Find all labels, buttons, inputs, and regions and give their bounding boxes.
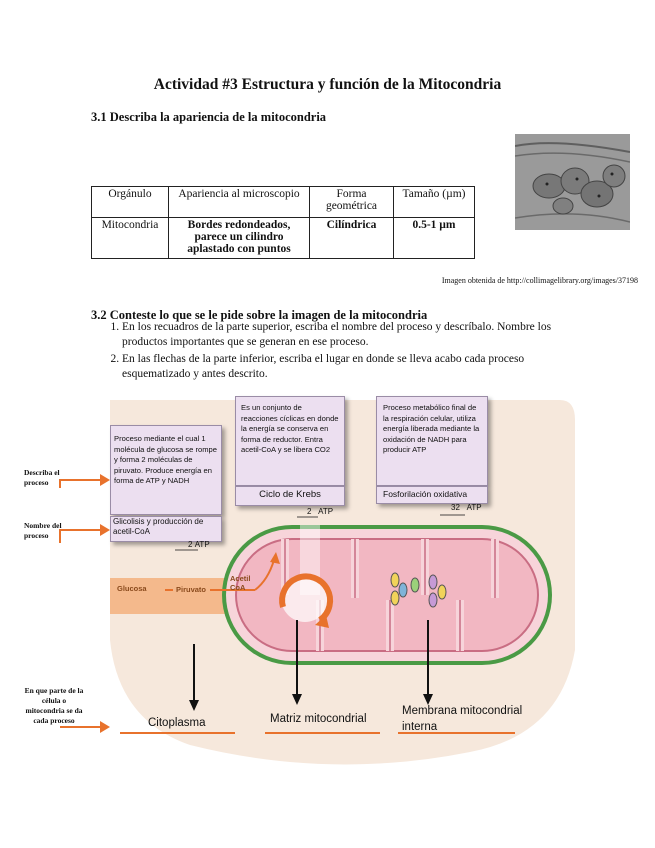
image-credit: Imagen obtenida de http://collimagelibra…: [380, 276, 638, 285]
krebs-description: Es un conjunto de reacciones cíclicas en…: [236, 397, 344, 456]
cell-appearance[interactable]: Bordes redondeados, parece un cilindro a…: [169, 218, 310, 259]
pyruvate-label: Piruvato: [176, 585, 206, 594]
krebs-atp: 2 ATP: [307, 507, 333, 516]
glycolysis-atp: 2 ATP: [188, 540, 210, 549]
answer-inner-membrane[interactable]: Membrana mitocondrial interna: [402, 703, 542, 735]
header-size: Tamaño (µm): [394, 187, 475, 218]
answer-cytoplasm[interactable]: Citoplasma: [148, 717, 206, 729]
location-label: En que parte de la célula o mitocondria …: [24, 686, 84, 726]
table-header-row: Orgánulo Apariencia al microscopio Forma…: [92, 187, 475, 218]
oxphos-description-box[interactable]: Proceso metabólico final de la respiraci…: [376, 396, 488, 486]
acetyl-coa-label: Acetil CoA: [230, 574, 256, 592]
header-organelle: Orgánulo: [92, 187, 169, 218]
section-heading-3-1: 3.1 Describa la apariencia de la mitocon…: [91, 110, 326, 125]
instruction-item: En las flechas de la parte inferior, esc…: [122, 352, 592, 382]
page-title: Actividad #3 Estructura y función de la …: [0, 76, 655, 94]
glycolysis-description: Proceso mediante el cual 1 molécula de g…: [111, 426, 221, 487]
instruction-item: En los recuadros de la parte superior, e…: [122, 320, 592, 350]
cell-shape[interactable]: Cilíndrica: [310, 218, 394, 259]
krebs-description-box[interactable]: Es un conjunto de reacciones cíclicas en…: [235, 396, 345, 486]
describe-process-label: Describa el proceso: [24, 468, 64, 488]
mitochondria-micrograph: [515, 134, 630, 230]
table-row: Mitocondria Bordes redondeados, parece u…: [92, 218, 475, 259]
oxphos-atp: 32 ATP: [451, 503, 482, 512]
header-shape: Forma geométrica: [310, 187, 394, 218]
header-appearance: Apariencia al microscopio: [169, 187, 310, 218]
oxphos-name: Fosforilación oxidativa: [377, 487, 487, 502]
glycolysis-name-box[interactable]: Glicolisis y producción de acetil-CoA: [110, 516, 222, 542]
instructions-list: En los recuadros de la parte superior, e…: [92, 320, 592, 384]
answer-mitochondrial-matrix[interactable]: Matriz mitocondrial: [270, 713, 367, 725]
cell-size[interactable]: 0.5-1 µm: [394, 218, 475, 259]
appearance-table: Orgánulo Apariencia al microscopio Forma…: [91, 186, 475, 259]
oxphos-description: Proceso metabólico final de la respiraci…: [377, 397, 487, 456]
glucose-label: Glucosa: [117, 584, 147, 593]
oxphos-name-box[interactable]: Fosforilación oxidativa: [376, 486, 488, 504]
cell-organelle[interactable]: Mitocondria: [92, 218, 169, 259]
glycolysis-name: Glicolisis y producción de acetil-CoA: [111, 517, 221, 536]
krebs-name-box[interactable]: Ciclo de Krebs: [235, 486, 345, 506]
mitochondrion: [222, 525, 552, 665]
krebs-name: Ciclo de Krebs: [236, 487, 344, 503]
glycolysis-description-box[interactable]: Proceso mediante el cual 1 molécula de g…: [110, 425, 222, 515]
process-name-label: Nombre del proceso: [24, 521, 74, 541]
